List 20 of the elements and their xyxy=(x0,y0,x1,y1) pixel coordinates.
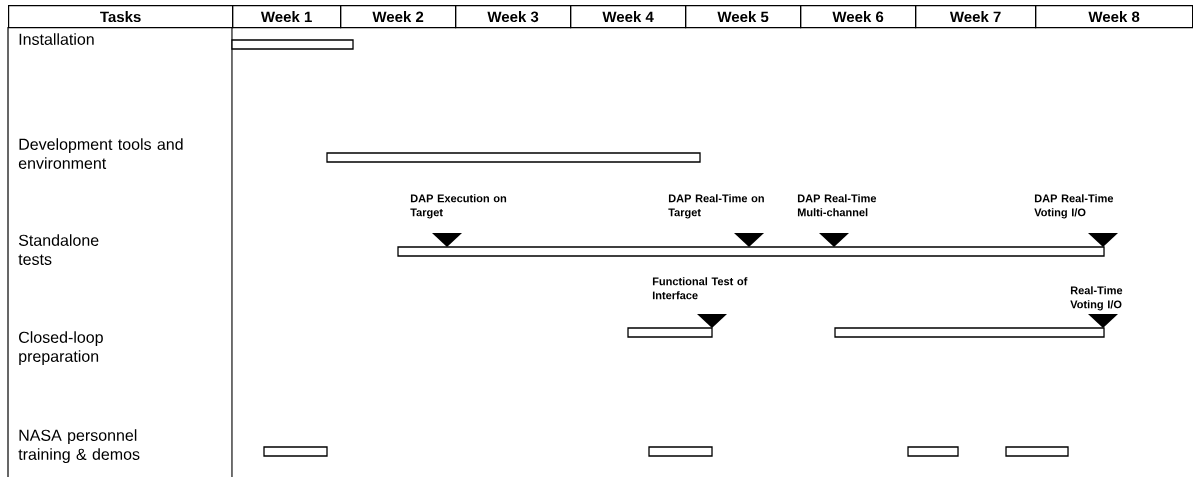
header-cell: Week 6 xyxy=(800,5,917,29)
header-cell: Tasks xyxy=(8,5,234,29)
milestone-label: DAP Real-Time Voting I/O xyxy=(1034,194,1114,219)
milestone-label: Real-Time Voting I/O xyxy=(1070,286,1123,311)
header-cell: Week 1 xyxy=(232,5,342,29)
milestone-label: DAP Real-Time Multi-channel xyxy=(797,194,877,217)
milestone-label: DAP Real-Time on Target xyxy=(668,194,764,219)
task-label: Installation xyxy=(19,33,94,45)
task-label: Development tools and environment xyxy=(18,138,183,169)
header-cell: Week 2 xyxy=(340,5,457,29)
task-label: Standalone tests xyxy=(18,234,99,265)
header-cell: Week 8 xyxy=(1035,5,1193,29)
milestone-label: Functional Test of Interface xyxy=(652,277,748,300)
header-cell: Week 5 xyxy=(685,5,802,29)
header-cell: Week 4 xyxy=(570,5,687,29)
task-label: NASA personnel training & demos xyxy=(18,429,140,464)
milestone-label: DAP Execution on Target xyxy=(410,194,507,219)
header-cell: Week 3 xyxy=(455,5,572,29)
header-cell: Week 7 xyxy=(915,5,1037,29)
task-label: Closed-loop preparation xyxy=(19,331,103,366)
